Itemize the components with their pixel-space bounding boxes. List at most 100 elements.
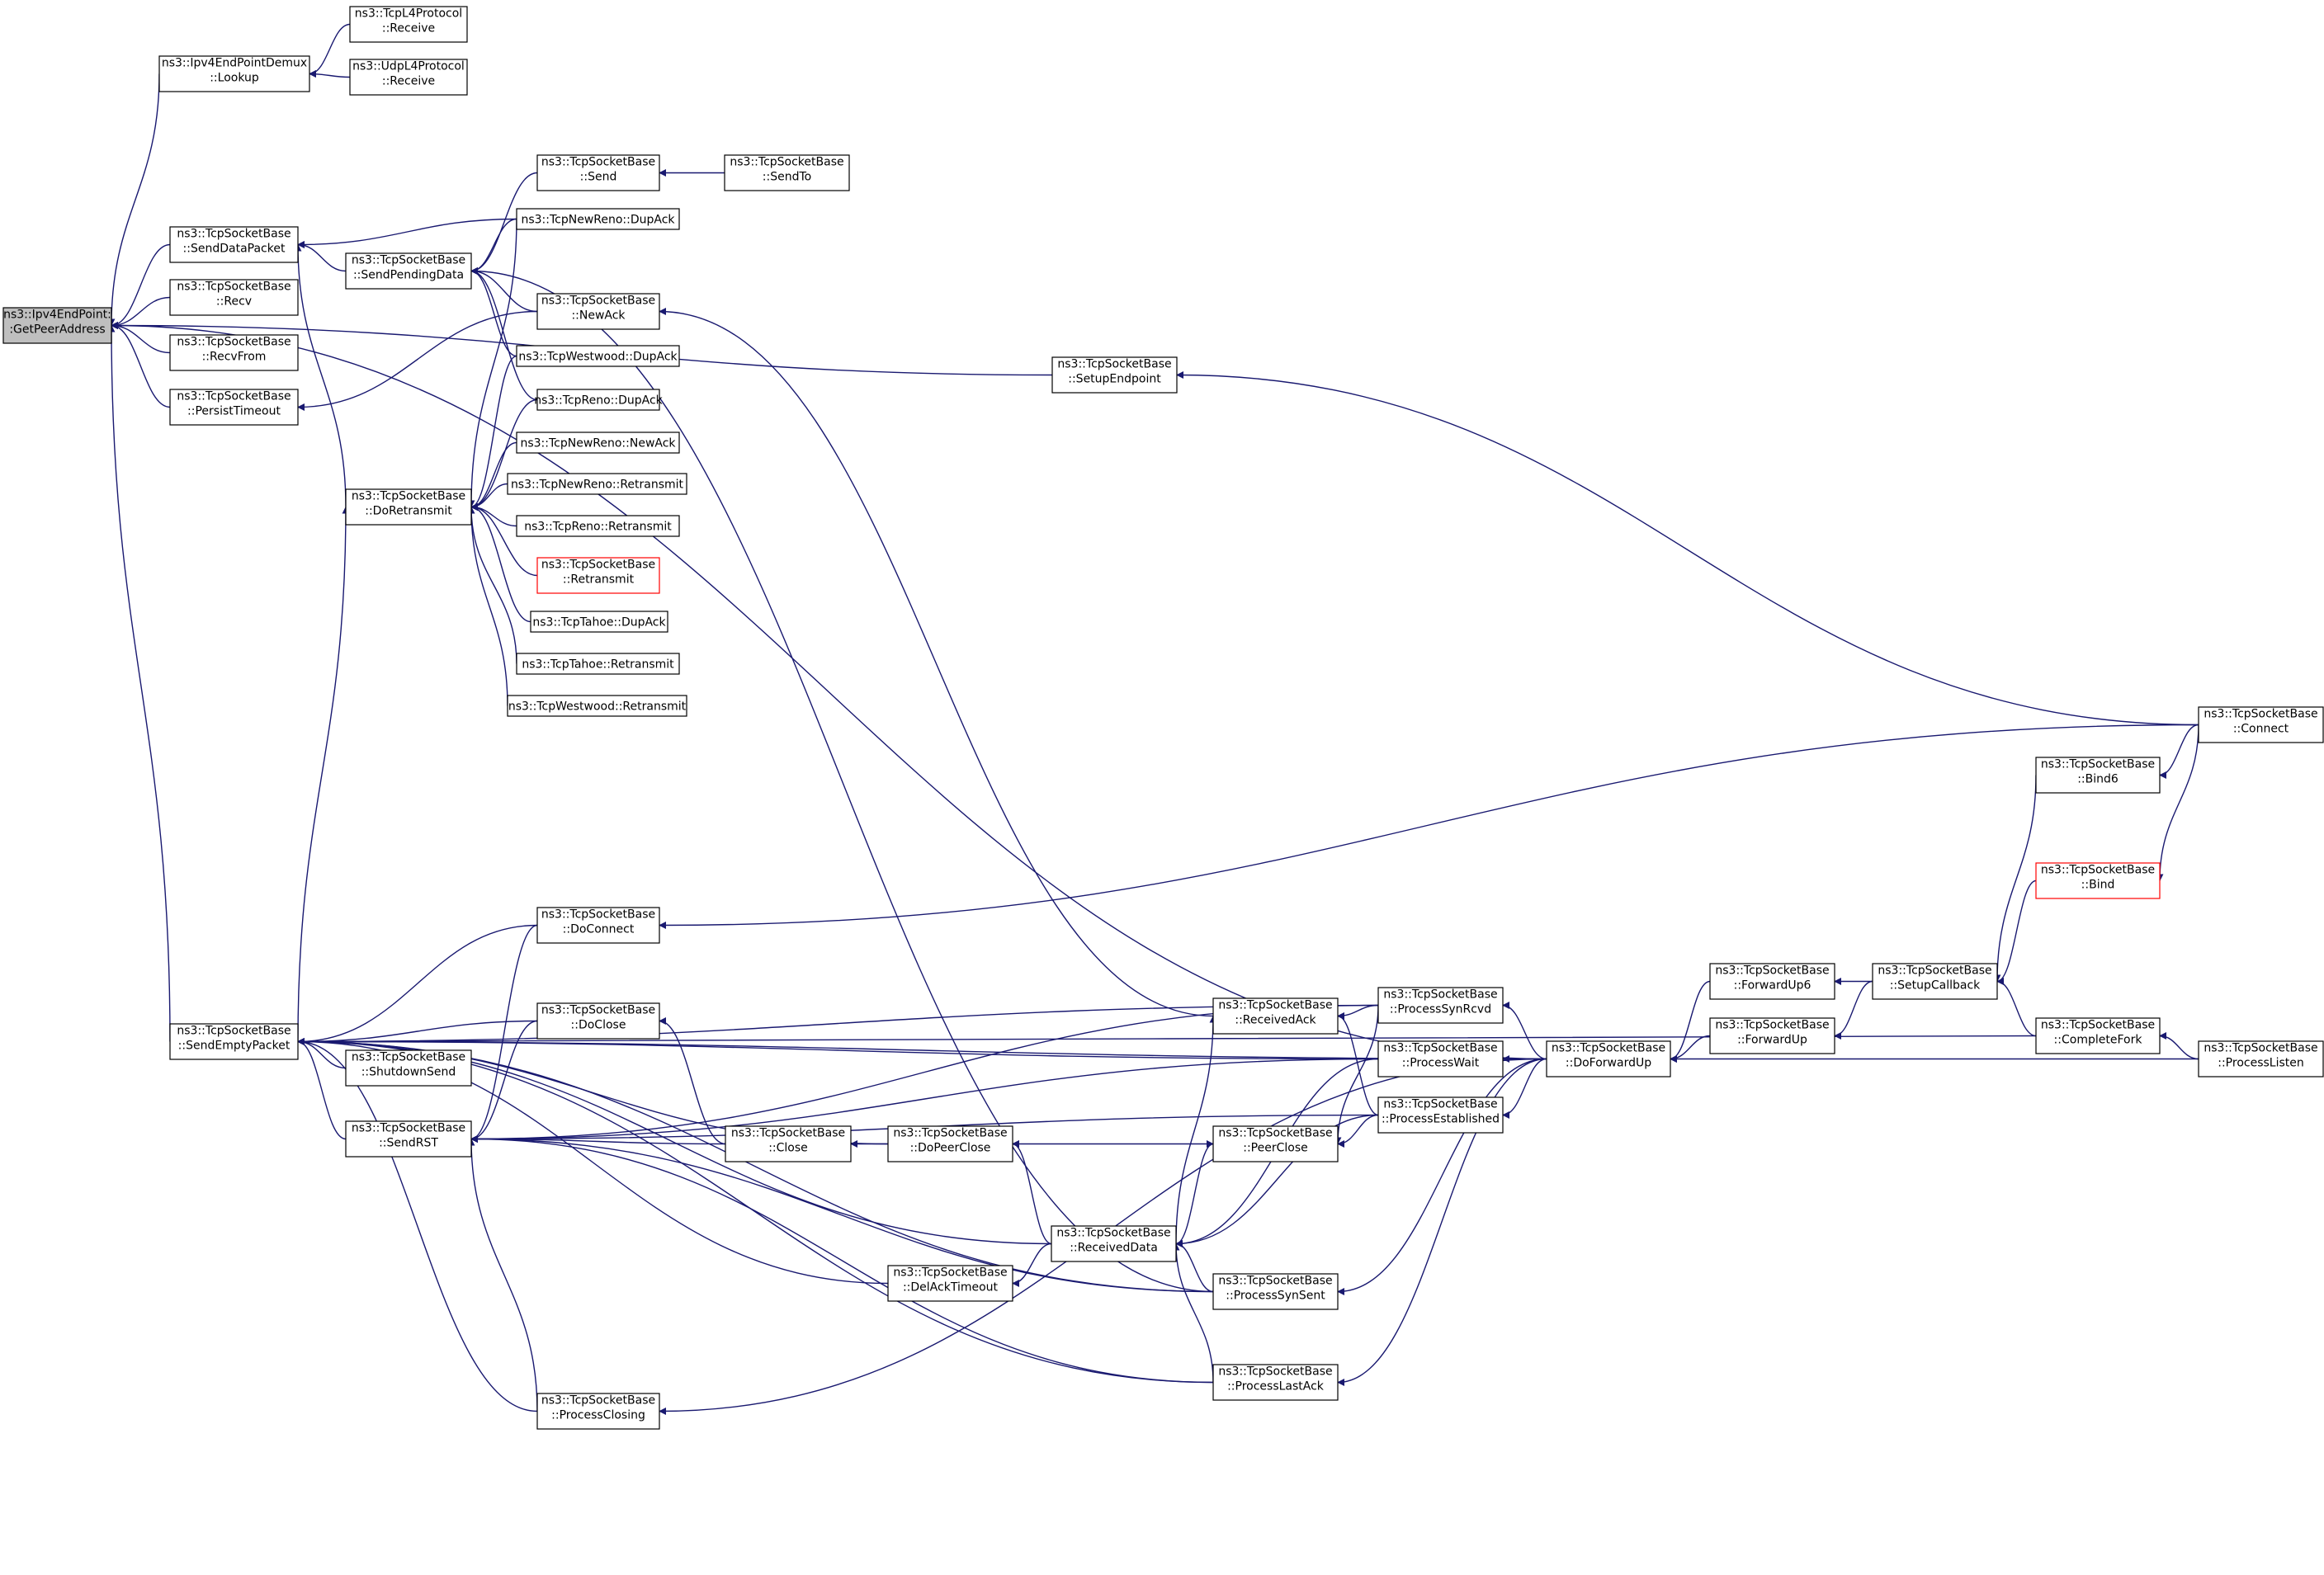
function-node-n44[interactable]: ns3::TcpSocketBase::ForwardUp [1709, 1017, 1835, 1054]
function-node-n11[interactable]: ns3::TcpSocketBase::DoRetransmit [345, 488, 472, 526]
call-edge-n42-to-n39 [1502, 1002, 1547, 1060]
call-edge-n16-to-n11 [470, 355, 517, 511]
function-node-label: ns3::TcpSocketBase [1715, 1019, 1829, 1032]
function-node-label: ns3::TcpSocketBase [2041, 864, 2155, 877]
function-node-label: ns3::TcpSocketBase [541, 1004, 655, 1017]
function-node-label: ns3::TcpSocketBase [177, 336, 290, 349]
call-edge-n37-to-n29 [470, 1135, 1214, 1293]
function-node-box [2, 307, 112, 344]
call-edge-n50-to-n48 [2159, 1032, 2199, 1060]
call-edge-n26-to-n9 [297, 924, 538, 1045]
function-node-n10[interactable]: ns3::TcpSocketBase::SendPendingData [345, 252, 472, 290]
function-node-n33[interactable]: ns3::TcpSocketBase::DelAckTimeout [887, 1265, 1013, 1302]
call-edge-n27-to-n29 [470, 1020, 538, 1143]
function-node-label: ::Retransmit [563, 573, 635, 587]
function-node-label: ns3::TcpSocketBase [541, 156, 655, 169]
function-node-label: ns3::TcpSocketBase [2041, 758, 2155, 771]
function-node-n25[interactable]: ns3::TcpSocketBase::SetupEndpoint [1051, 356, 1178, 394]
function-node-n21[interactable]: ns3::TcpSocketBase::Retransmit [536, 557, 660, 594]
function-node-n19[interactable]: ns3::TcpNewReno::Retransmit [507, 473, 687, 495]
function-node-label: ::ReceivedData [1070, 1242, 1158, 1255]
call-edge-n8-to-n1 [111, 322, 171, 408]
function-node-label: ns3::TcpSocketBase [731, 1127, 845, 1140]
function-node-box [169, 279, 299, 316]
function-node-n16[interactable]: ns3::TcpWestwood::DupAck [516, 345, 680, 367]
call-edge-n42-to-n9 [297, 1038, 1547, 1060]
call-edge-n15-to-n10 [470, 267, 538, 313]
function-node-n20[interactable]: ns3::TcpReno::Retransmit [516, 515, 680, 537]
function-node-n6[interactable]: ns3::TcpSocketBase::Recv [169, 279, 299, 316]
function-node-n28[interactable]: ns3::TcpSocketBase::ShutdownSend [345, 1049, 472, 1087]
function-node-label: ns3::TcpSocketBase [730, 156, 843, 169]
function-node-label: ns3::TcpSocketBase [893, 1127, 1007, 1140]
function-node-n36[interactable]: ns3::TcpSocketBase::ReceivedData [1051, 1225, 1177, 1262]
function-node-label: ::SetupEndpoint [1068, 373, 1161, 386]
function-node-n9[interactable]: ns3::TcpSocketBase::SendEmptyPacket [169, 1023, 299, 1060]
function-node-n39[interactable]: ns3::TcpSocketBase::ProcessSynRcvd [1377, 987, 1504, 1024]
function-node-n14[interactable]: ns3::TcpNewReno::DupAck [516, 208, 680, 230]
function-node-n38[interactable]: ns3::TcpSocketBase::ProcessLastAck [1212, 1364, 1339, 1401]
call-edge-n14-to-n11 [467, 219, 517, 508]
function-node-n35[interactable]: ns3::TcpSocketBase::PeerClose [1212, 1125, 1339, 1162]
function-node-label: ::Receive [382, 22, 435, 35]
function-node-box [1212, 997, 1339, 1035]
call-edge-n41-to-n35 [1337, 1114, 1379, 1148]
function-node-n32[interactable]: ns3::TcpSocketBase::DoPeerClose [887, 1125, 1013, 1162]
call-edge-n22-to-n11 [470, 503, 531, 623]
function-node-n48[interactable]: ns3::TcpSocketBase::CompleteFork [2035, 1017, 2161, 1054]
function-node-box [1051, 356, 1178, 394]
function-node-n4[interactable]: ns3::UdpL4Protocol::Receive [349, 59, 468, 96]
function-node-n18[interactable]: ns3::TcpNewReno::NewAck [516, 431, 680, 454]
function-node-n8[interactable]: ns3::TcpSocketBase::PersistTimeout [169, 389, 299, 426]
function-node-label: ns3::TcpSocketBase [541, 908, 655, 922]
function-node-n12[interactable]: ns3::TcpSocketBase::Send [536, 154, 660, 191]
function-node-box [169, 389, 299, 426]
function-node-n41[interactable]: ns3::TcpSocketBase::ProcessEstablished [1377, 1096, 1504, 1134]
function-node-box [2198, 1040, 2324, 1078]
function-node-label: ns3::TcpNewReno::DupAck [521, 214, 675, 227]
function-node-n45[interactable]: ns3::TcpSocketBase::SetupCallback [1872, 963, 1998, 1000]
function-node-n13[interactable]: ns3::TcpSocketBase::SendTo [724, 154, 850, 191]
function-node-n37[interactable]: ns3::TcpSocketBase::ProcessSynSent [1212, 1273, 1339, 1310]
function-node-n23[interactable]: ns3::TcpTahoe::Retransmit [516, 653, 680, 675]
function-node-n29[interactable]: ns3::TcpSocketBase::SendRST [345, 1120, 472, 1158]
function-node-n3[interactable]: ns3::TcpL4Protocol::Receive [349, 6, 468, 43]
function-node-n27[interactable]: ns3::TcpSocketBase::DoClose [536, 1002, 660, 1040]
function-node-label: ns3::TcpSocketBase [352, 1051, 465, 1064]
call-edge-n41-to-n36 [1175, 1114, 1379, 1247]
function-node-n30[interactable]: ns3::TcpSocketBase::ProcessClosing [536, 1393, 660, 1430]
function-node-n1[interactable]: ns3::Ipv4EndPoint::GetPeerAddress [2, 307, 112, 344]
function-node-box [1709, 1017, 1835, 1054]
function-node-n43[interactable]: ns3::TcpSocketBase::ForwardUp6 [1709, 963, 1835, 1000]
function-node-n5[interactable]: ns3::TcpSocketBase::SendDataPacket [169, 226, 299, 263]
function-node-label: ::DoForwardUp [1566, 1057, 1651, 1070]
call-edge-n41-to-n34 [1337, 1012, 1379, 1116]
function-node-box [345, 1049, 472, 1087]
function-node-n17[interactable]: ns3::TcpReno::DupAck [534, 389, 664, 411]
function-node-n22[interactable]: ns3::TcpTahoe::DupAck [530, 611, 668, 633]
function-node-n49[interactable]: ns3::TcpSocketBase::Connect [2198, 706, 2324, 743]
function-node-n31[interactable]: ns3::TcpSocketBase::Close [725, 1125, 852, 1162]
function-node-box [1872, 963, 1998, 1000]
function-node-label: ns3::TcpSocketBase [1383, 988, 1497, 1002]
function-node-n34[interactable]: ns3::TcpSocketBase::ReceivedAck [1212, 997, 1339, 1035]
function-node-n50[interactable]: ns3::TcpSocketBase::ProcessListen [2198, 1040, 2324, 1078]
function-node-n42[interactable]: ns3::TcpSocketBase::DoForwardUp [1546, 1040, 1671, 1078]
function-node-n40[interactable]: ns3::TcpSocketBase::ProcessWait [1377, 1040, 1504, 1078]
function-node-label: ::ShutdownSend [361, 1066, 456, 1079]
function-node-n7[interactable]: ns3::TcpSocketBase::RecvFrom [169, 334, 299, 371]
call-edge-n39-to-n9 [297, 1004, 1379, 1045]
function-node-n2[interactable]: ns3::Ipv4EndPointDemux::Lookup [158, 55, 310, 92]
call-edge-n7-to-n1 [111, 322, 171, 354]
function-node-n47[interactable]: ns3::TcpSocketBase::Bind [2035, 862, 2161, 899]
call-edge-n39-to-n35 [1334, 1005, 1379, 1145]
function-node-label: ns3::TcpSocketBase [2204, 708, 2317, 721]
function-node-n15[interactable]: ns3::TcpSocketBase::NewAck [536, 293, 660, 330]
function-node-label: ::Lookup [210, 72, 259, 85]
call-edge-n27-to-n9 [297, 1020, 538, 1045]
function-node-n46[interactable]: ns3::TcpSocketBase::Bind6 [2035, 757, 2161, 794]
function-node-n26[interactable]: ns3::TcpSocketBase::DoConnect [536, 907, 660, 944]
function-node-n24[interactable]: ns3::TcpWestwood::Retransmit [507, 695, 687, 717]
function-node-box [536, 1002, 660, 1040]
call-edge-n38-to-n9 [297, 1038, 1214, 1384]
